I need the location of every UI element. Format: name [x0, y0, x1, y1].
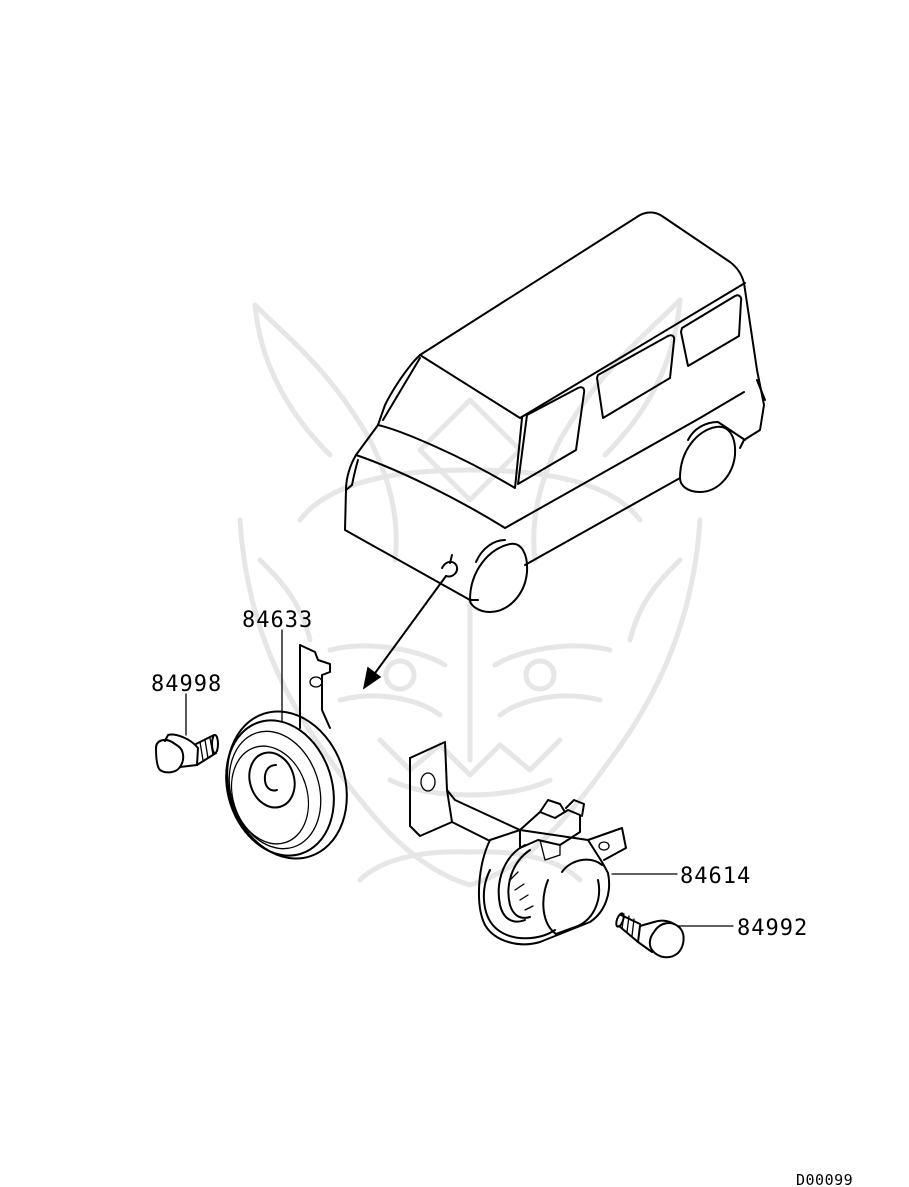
bolt-84998 [155, 733, 219, 774]
part-label-84992: 84992 [737, 916, 808, 941]
horn-84633 [225, 644, 348, 860]
watermark-logo [237, 297, 703, 888]
leader-lines [185, 629, 734, 927]
part-label-84998: 84998 [151, 672, 222, 697]
location-arrow [362, 575, 447, 690]
vehicle-van-illustration [344, 211, 766, 613]
part-label-84633: 84633 [242, 608, 313, 633]
horn-84614 [409, 741, 627, 946]
diagram-code: D00099 [796, 1171, 853, 1187]
part-label-84614: 84614 [680, 864, 751, 889]
bolt-84992 [615, 912, 685, 959]
